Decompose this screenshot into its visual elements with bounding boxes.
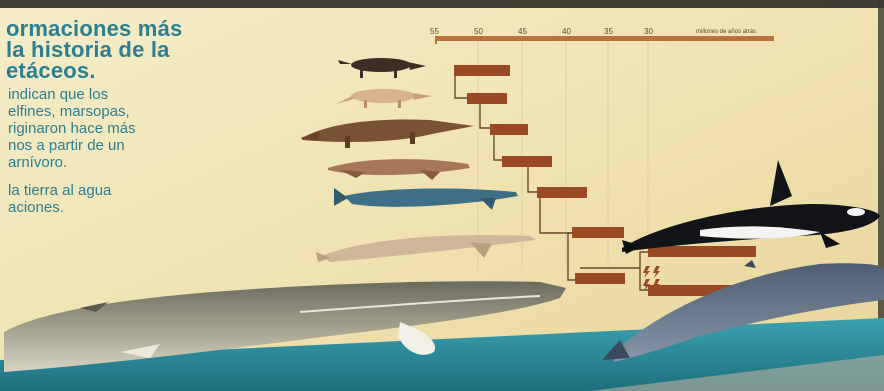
body-line: nos a partir de un bbox=[8, 137, 125, 154]
label-box bbox=[502, 156, 552, 167]
timeline-tick-label: 30 bbox=[644, 27, 653, 36]
label-box bbox=[575, 273, 625, 284]
label-box bbox=[537, 187, 587, 198]
label-box bbox=[467, 93, 507, 104]
timeline-tick-label: 40 bbox=[562, 27, 571, 36]
body-line: aciones. bbox=[8, 199, 64, 216]
body-line: indican que los bbox=[8, 86, 108, 103]
body-line: arnívoro. bbox=[8, 154, 67, 171]
label-box bbox=[572, 227, 624, 238]
timeline-tick-label: 45 bbox=[518, 27, 527, 36]
body-line: elfines, marsopas, bbox=[8, 103, 130, 120]
label-box bbox=[490, 124, 528, 135]
body-line: la tierra al agua bbox=[8, 182, 111, 199]
label-box bbox=[648, 246, 756, 257]
timeline-unit-label: millones de años atrás bbox=[696, 29, 756, 35]
body-line: riginaron hace más bbox=[8, 120, 136, 137]
title-line: etáceos. bbox=[6, 58, 96, 84]
timeline-tick-label: 35 bbox=[604, 27, 613, 36]
wall-shadow bbox=[0, 0, 884, 8]
timeline-tick-label: 50 bbox=[474, 27, 483, 36]
timeline-bar bbox=[436, 36, 774, 41]
label-box bbox=[454, 65, 510, 76]
timeline-tick-label: 55 bbox=[430, 27, 439, 36]
